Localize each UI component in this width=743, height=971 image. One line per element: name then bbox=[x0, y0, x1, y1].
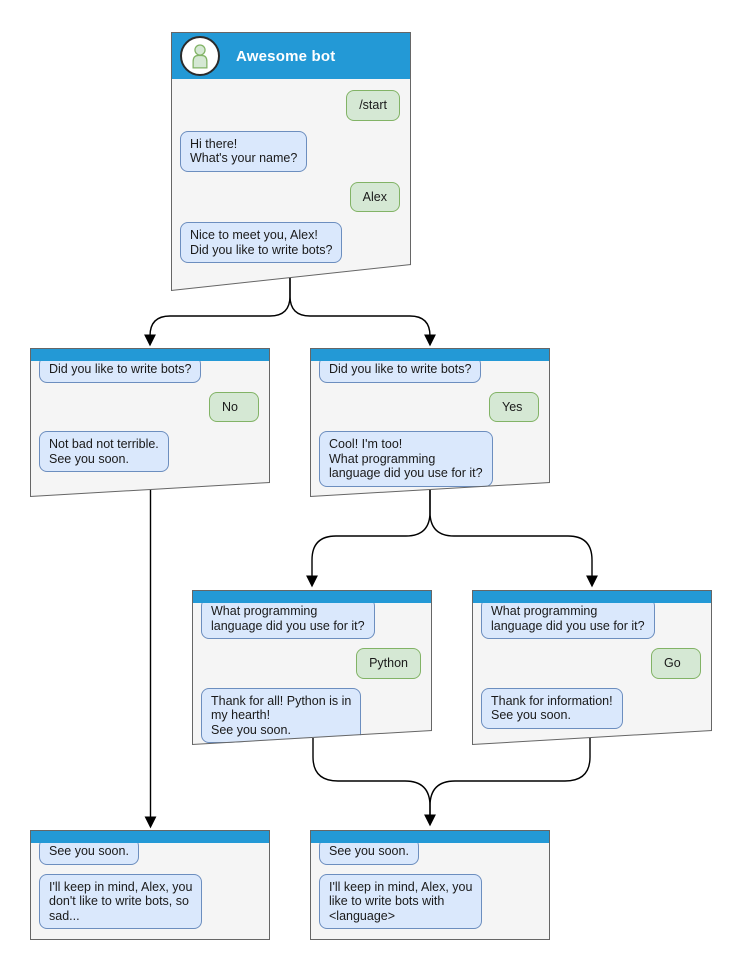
node-branch-yes[interactable]: Did you like to write bots? Yes Cool! I'… bbox=[310, 348, 550, 497]
edge-yes-to-python[interactable] bbox=[306, 490, 431, 588]
node-end-no[interactable]: See you soon. I'll keep in mind, Alex, y… bbox=[30, 830, 270, 940]
bot-person-icon bbox=[189, 43, 211, 69]
edge-yes-to-go[interactable] bbox=[429, 490, 598, 588]
edge-go-to-end[interactable] bbox=[429, 738, 591, 824]
user-message-bubble[interactable]: Yes bbox=[489, 392, 539, 423]
user-message-bubble[interactable]: /start bbox=[346, 90, 400, 121]
message-list: See you soon. I'll keep in mind, Alex, y… bbox=[31, 838, 269, 929]
bot-message-bubble[interactable]: Not bad not terrible. See you soon. bbox=[39, 431, 169, 472]
bot-message-bubble[interactable]: Nice to meet you, Alex! Did you like to … bbox=[180, 222, 342, 263]
bot-message-bubble[interactable]: I'll keep in mind, Alex, you don't like … bbox=[39, 873, 203, 929]
user-message-bubble[interactable]: Python bbox=[356, 648, 421, 679]
user-message-bubble[interactable]: Go bbox=[651, 648, 701, 679]
bot-message-bubble[interactable]: I'll keep in mind, Alex, you like to wri… bbox=[319, 873, 483, 929]
node-branch-go[interactable]: What programming language did you use fo… bbox=[472, 590, 712, 745]
user-message-bubble[interactable]: Alex bbox=[350, 182, 400, 213]
bot-message-bubble[interactable]: What programming language did you use fo… bbox=[201, 598, 375, 639]
edge-python-to-end[interactable] bbox=[312, 738, 436, 827]
window-title: Awesome bot bbox=[236, 47, 336, 65]
node-end-yes[interactable]: See you soon. I'll keep in mind, Alex, y… bbox=[310, 830, 550, 940]
user-message-bubble[interactable]: No bbox=[209, 392, 259, 423]
bot-message-bubble[interactable]: Hi there! What's your name? bbox=[180, 131, 307, 172]
window-titlebar bbox=[31, 831, 269, 843]
message-list: Did you like to write bots? Yes Cool! I'… bbox=[311, 361, 549, 487]
window-titlebar bbox=[31, 349, 269, 361]
window-titlebar bbox=[193, 591, 431, 603]
node-main-chat-window[interactable]: Awesome bot /start Hi there! What's your… bbox=[171, 32, 411, 291]
window-titlebar: Awesome bot bbox=[172, 33, 410, 79]
window-titlebar bbox=[473, 591, 711, 603]
message-list: /start Hi there! What's your name? Alex … bbox=[172, 79, 410, 263]
bot-message-bubble[interactable]: Cool! I'm too! What programming language… bbox=[319, 431, 493, 487]
message-list: See you soon. I'll keep in mind, Alex, y… bbox=[311, 838, 549, 929]
avatar bbox=[180, 36, 220, 76]
node-branch-no[interactable]: Did you like to write bots? No Not bad n… bbox=[30, 348, 270, 497]
message-list: What programming language did you use fo… bbox=[473, 603, 711, 729]
edge-main-to-yes[interactable] bbox=[289, 278, 436, 347]
window-titlebar bbox=[311, 349, 549, 361]
bot-message-bubble[interactable]: What programming language did you use fo… bbox=[481, 598, 655, 639]
node-branch-python[interactable]: What programming language did you use fo… bbox=[192, 590, 432, 745]
bot-message-bubble[interactable]: Thank for information! See you soon. bbox=[481, 688, 623, 729]
message-list: What programming language did you use fo… bbox=[193, 603, 431, 743]
window-titlebar bbox=[311, 831, 549, 843]
bot-message-bubble[interactable]: Thank for all! Python is in my hearth! S… bbox=[201, 688, 361, 744]
message-list: Did you like to write bots? No Not bad n… bbox=[31, 361, 269, 472]
